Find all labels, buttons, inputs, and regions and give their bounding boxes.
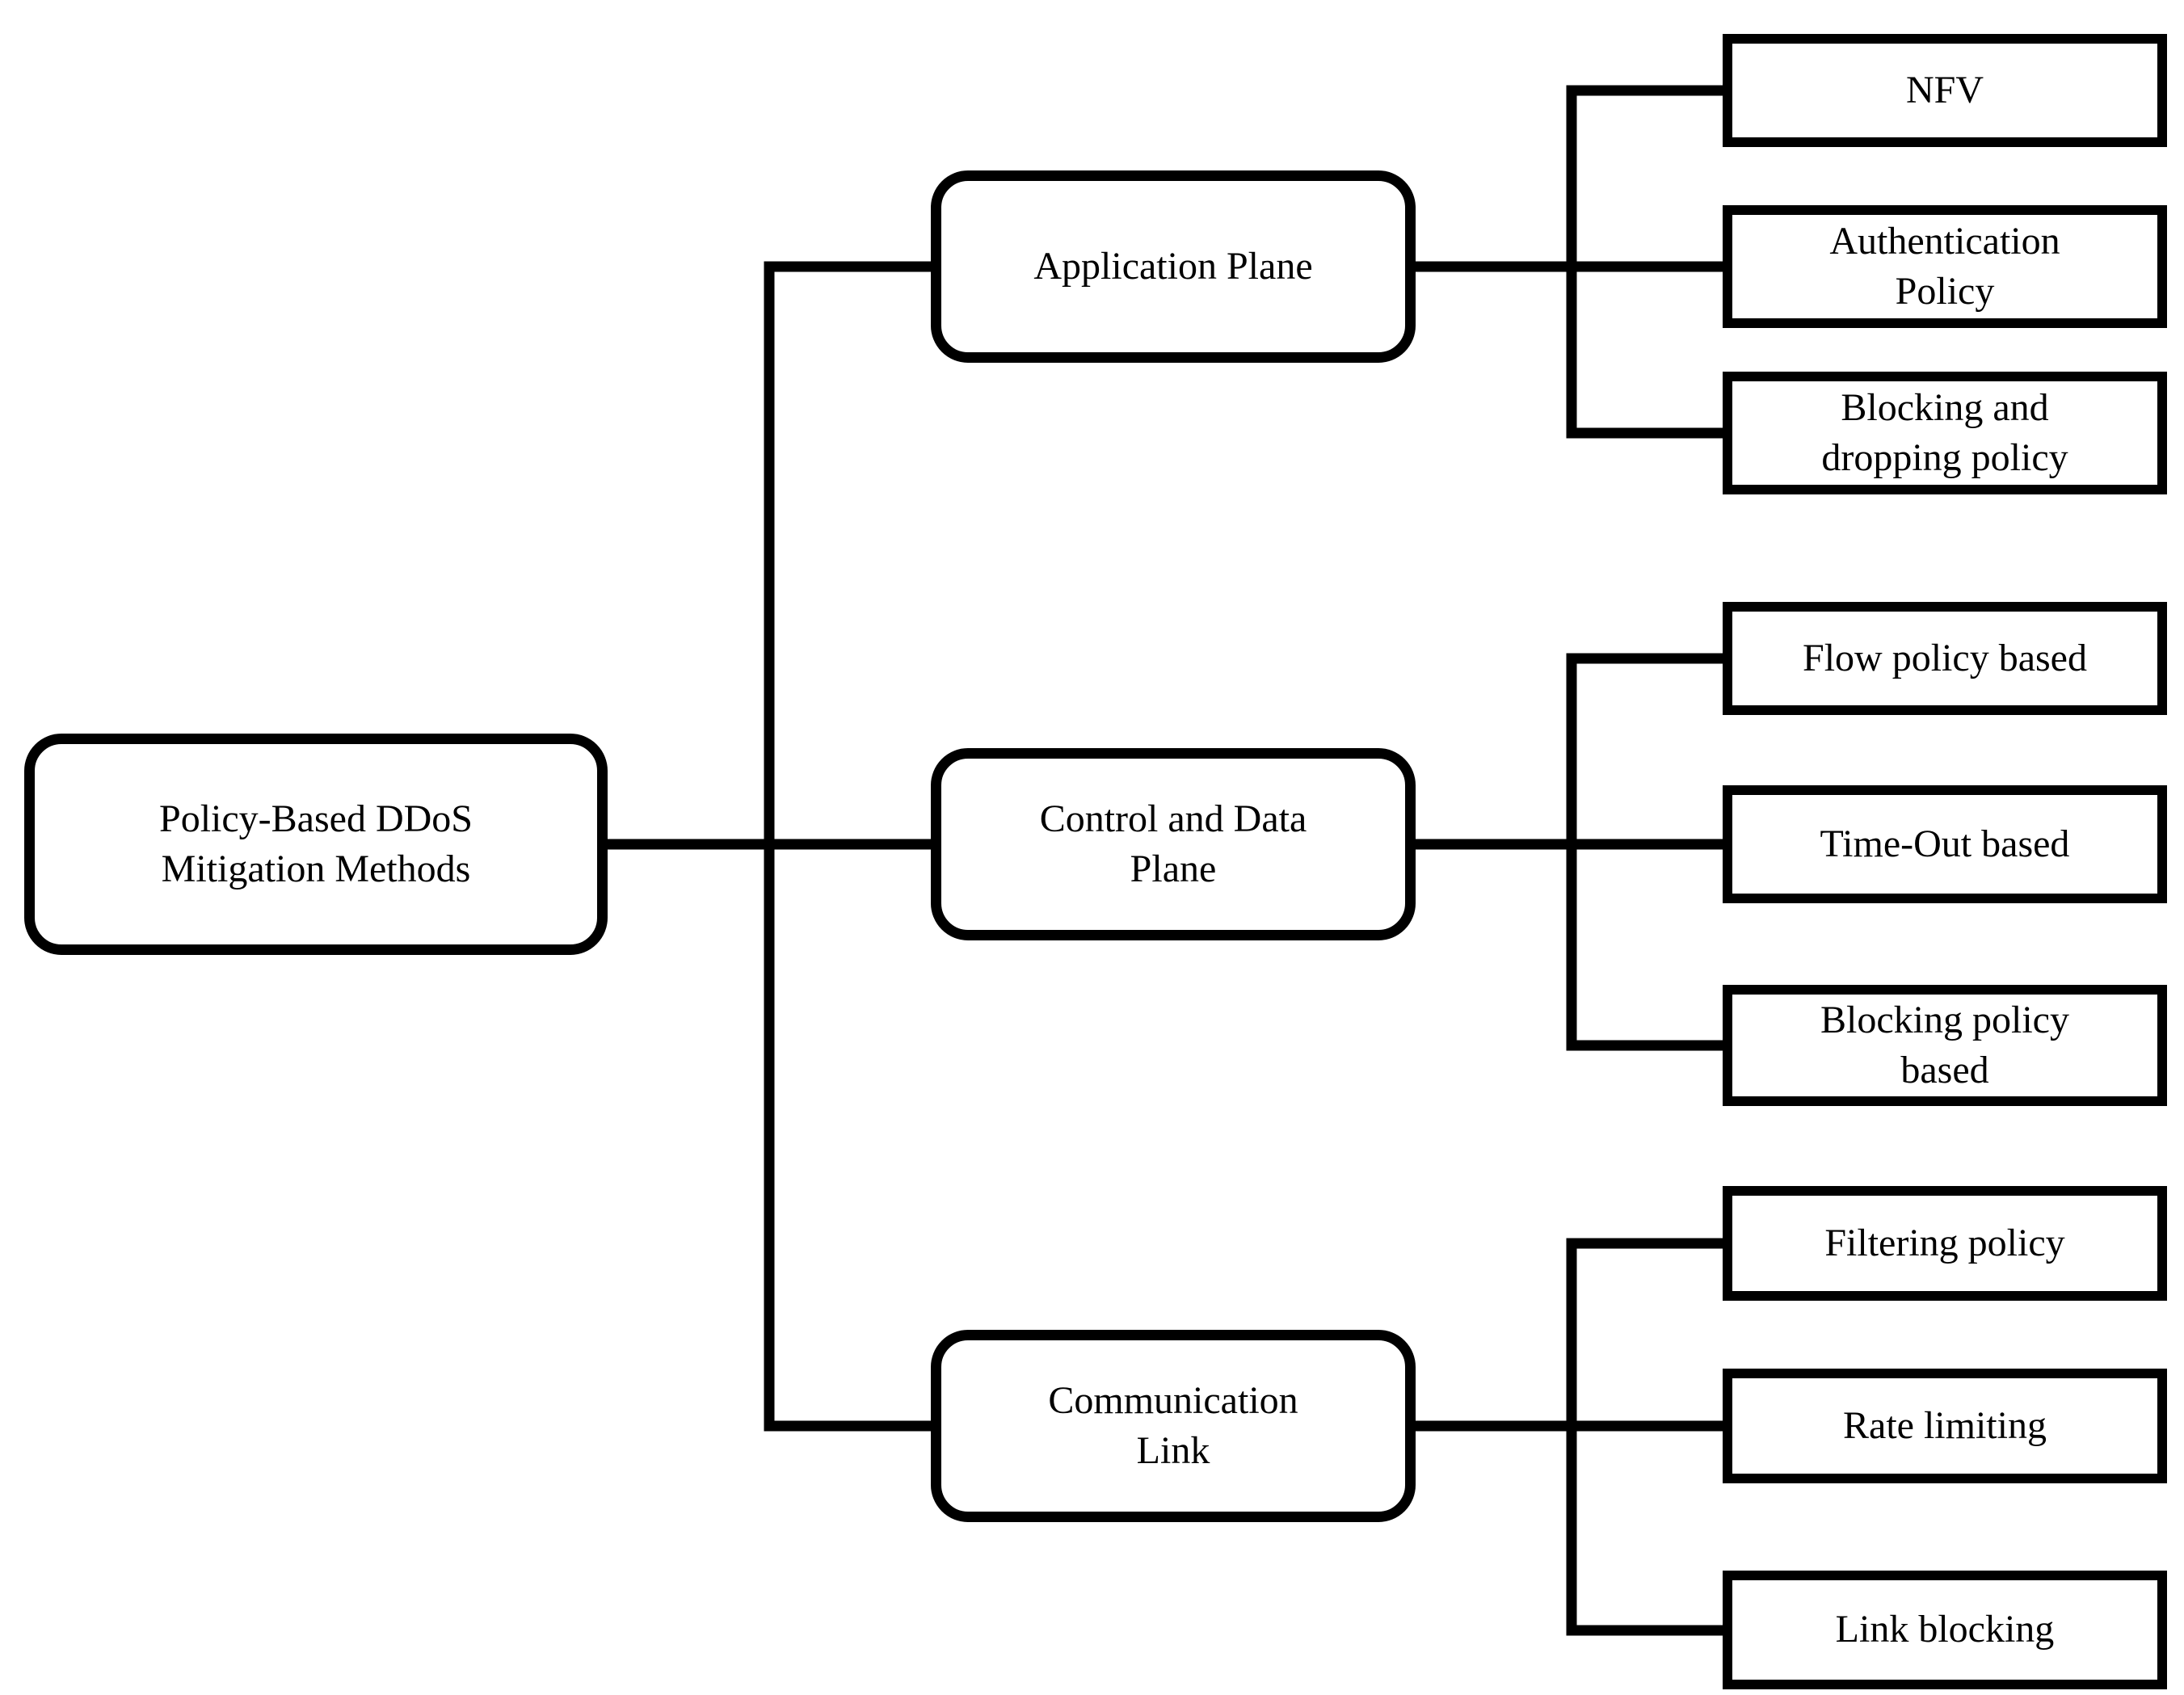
leaf-node-label: Authentication Policy	[1829, 219, 2060, 313]
leaf-node-label: Filtering policy	[1824, 1221, 2065, 1264]
node-application-plane: Application Plane	[931, 170, 1416, 363]
leaf-blocking-and-dropping-policy: Blocking and dropping policy	[1723, 372, 2167, 494]
leaf-nfv: NFV	[1723, 34, 2167, 147]
leaf-authentication-policy: Authentication Policy	[1723, 205, 2167, 328]
leaf-rate-limiting: Rate limiting	[1723, 1369, 2167, 1483]
leaf-blocking-policy-based: Blocking policy based	[1723, 985, 2167, 1106]
leaf-link-blocking: Link blocking	[1723, 1571, 2167, 1689]
root-node-label: Policy-Based DDoS Mitigation Methods	[159, 797, 473, 890]
leaf-node-label: NFV	[1905, 68, 1984, 111]
leaf-time-out-based: Time-Out based	[1723, 785, 2167, 903]
leaf-node-label: Blocking and dropping policy	[1821, 385, 2068, 479]
leaf-node-label: Rate limiting	[1843, 1403, 2047, 1447]
leaf-node-label: Flow policy based	[1803, 636, 2087, 679]
branch-node-label: Control and Data Plane	[1039, 797, 1307, 890]
branch-node-label: Communication Link	[1048, 1378, 1298, 1472]
leaf-node-label: Blocking policy based	[1820, 998, 2069, 1091]
leaf-flow-policy-based: Flow policy based	[1723, 602, 2167, 715]
node-policy-based-ddos-mitigation-methods: Policy-Based DDoS Mitigation Methods	[24, 734, 608, 955]
node-communication-link: Communication Link	[931, 1330, 1416, 1522]
branch-node-label: Application Plane	[1033, 244, 1313, 288]
leaf-node-label: Link blocking	[1835, 1608, 2055, 1651]
leaf-filtering-policy: Filtering policy	[1723, 1186, 2167, 1301]
leaf-node-label: Time-Out based	[1820, 822, 2070, 865]
node-control-and-data-plane: Control and Data Plane	[931, 748, 1416, 940]
